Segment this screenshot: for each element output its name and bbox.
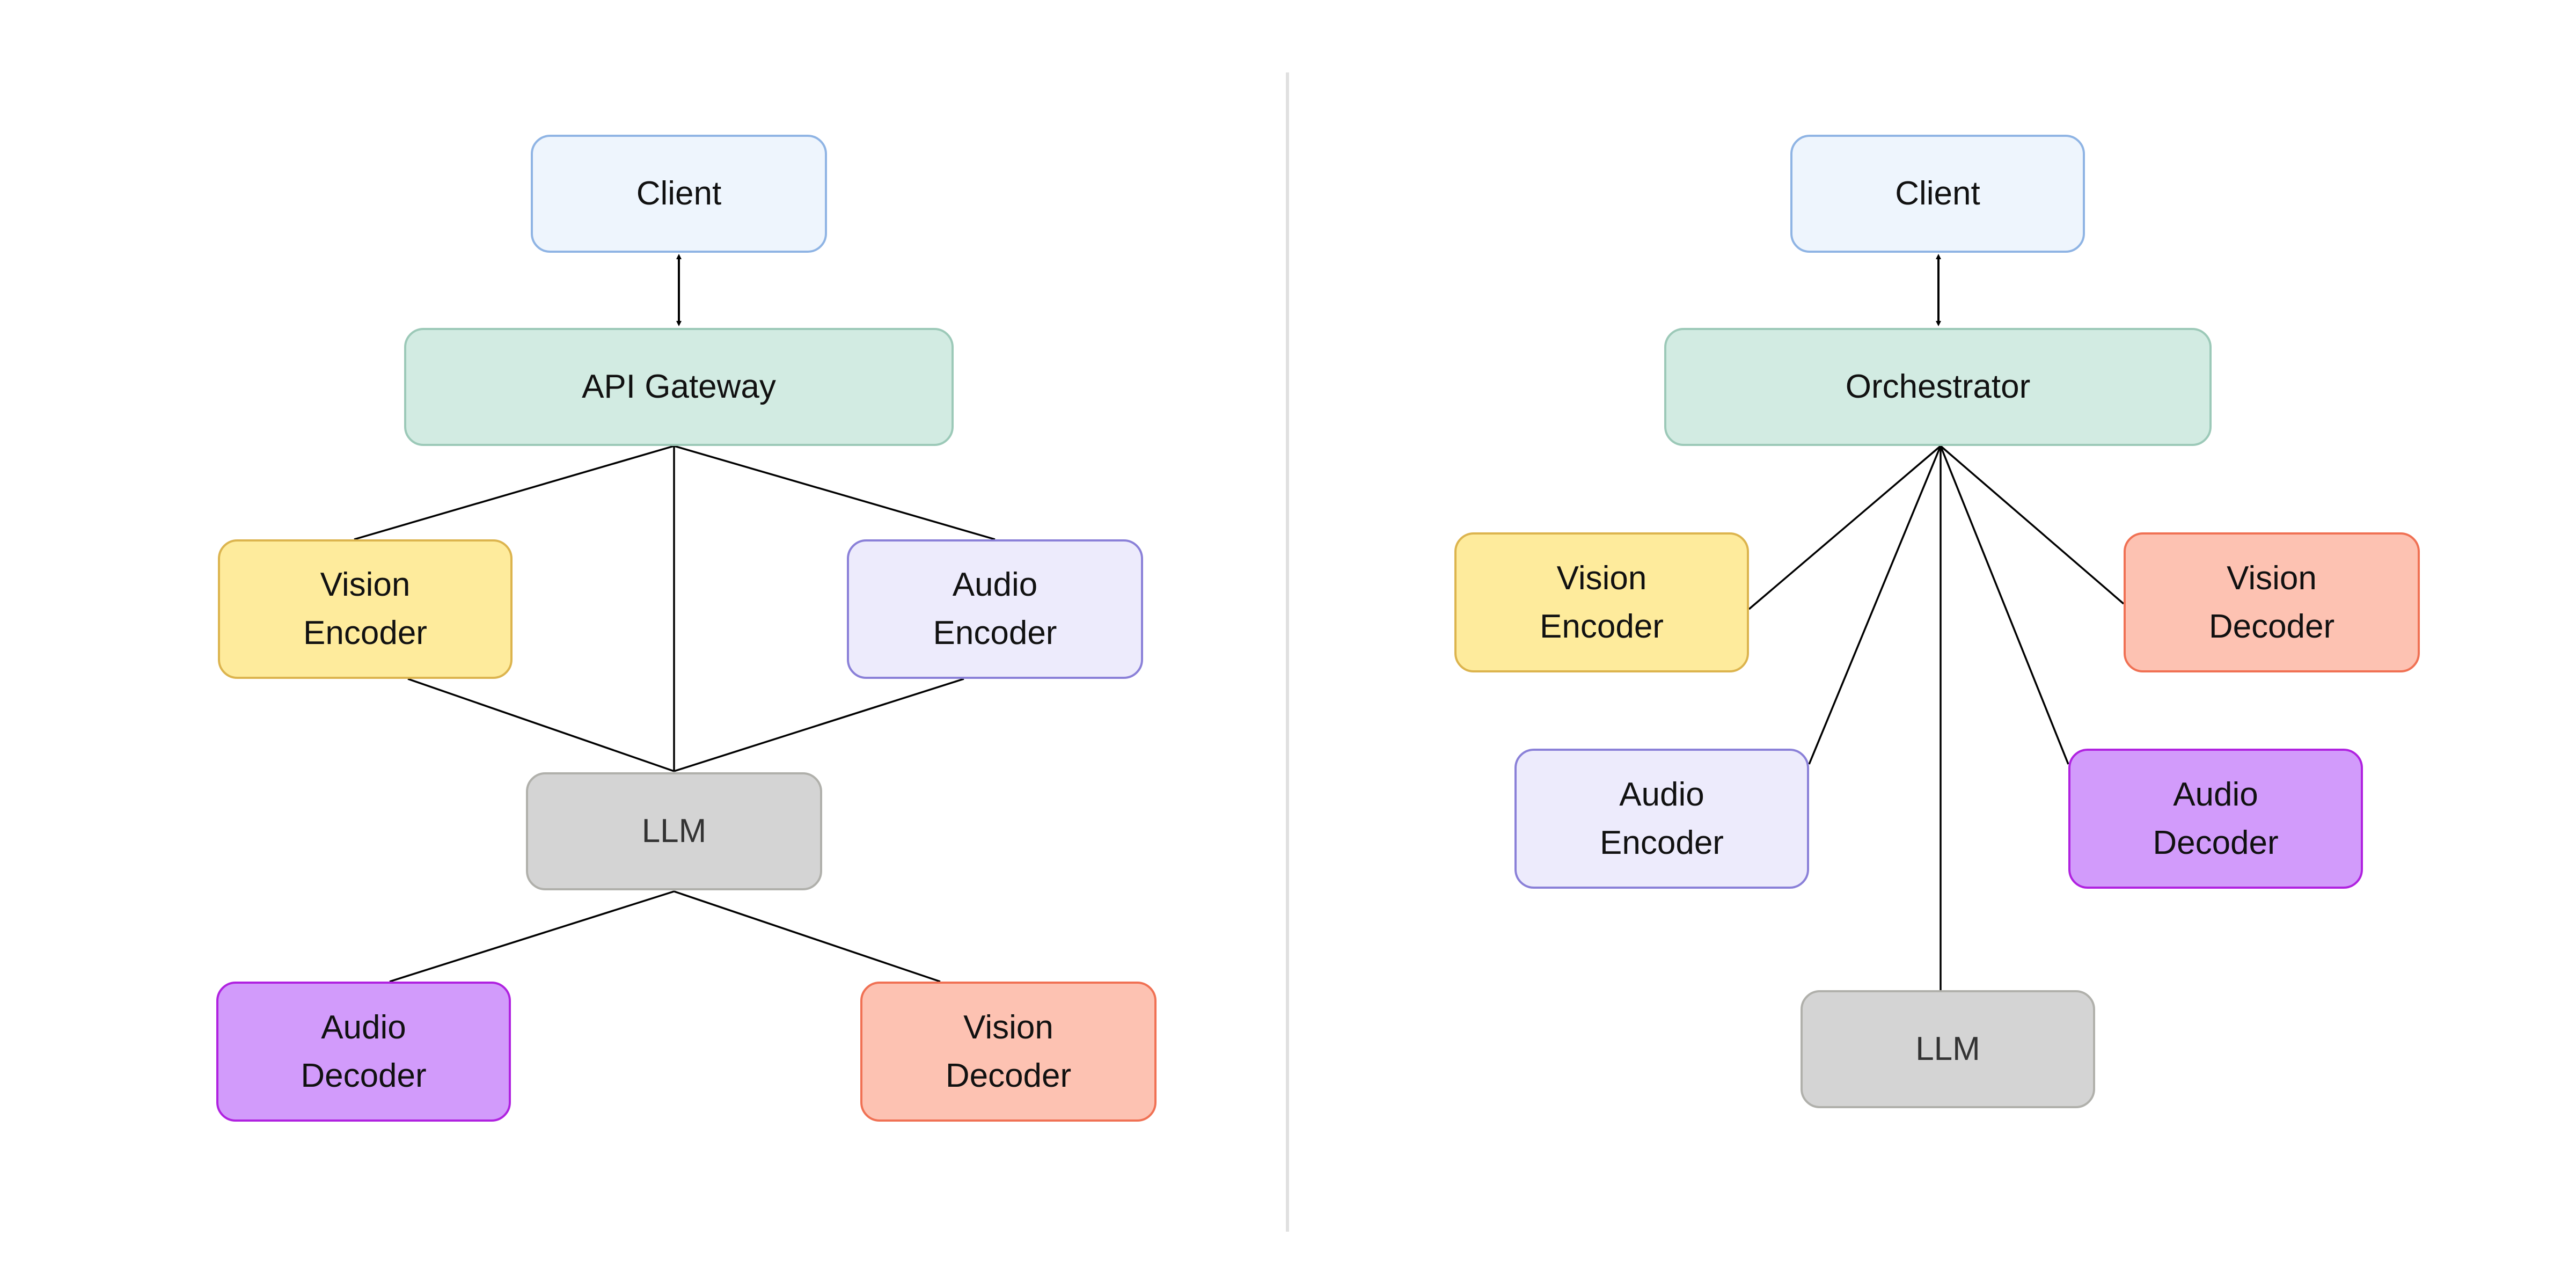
api-gateway-node[interactable]: API Gateway	[404, 328, 954, 446]
node-label: Vision Encoder	[303, 566, 427, 652]
gateway-audio-decoder-node[interactable]: Audio Decoder	[216, 982, 511, 1122]
gateway-llm-node[interactable]: LLM	[526, 772, 822, 890]
orchestrator-audio-decoder-node[interactable]: Audio Decoder	[2068, 749, 2363, 889]
gateway-edge-vision-encoder-to-llm	[407, 678, 675, 772]
gateway-vision-decoder-node[interactable]: Vision Decoder	[860, 982, 1157, 1122]
gateway-edge-hub-to-vision-encoder	[354, 445, 675, 540]
node-label: Vision Decoder	[945, 1008, 1072, 1094]
orchestrator-edge-hub-to-audio-decoder	[1940, 445, 2069, 765]
orchestrator-vision-decoder-node[interactable]: Vision Decoder	[2124, 532, 2420, 672]
node-label: Vision Encoder	[1540, 559, 1664, 645]
node-label: Client	[1895, 175, 1980, 212]
node-label: Vision Decoder	[2208, 559, 2335, 645]
orchestrator-edge-hub-to-vision-decoder	[1940, 445, 2125, 605]
orchestrator-llm-node[interactable]: LLM	[1801, 990, 2095, 1108]
orchestrator-edge-hub-to-audio-encoder	[1808, 445, 1942, 765]
node-label: API Gateway	[582, 368, 776, 405]
orchestrator-vision-encoder-node[interactable]: Vision Encoder	[1454, 532, 1749, 672]
gateway-client-node[interactable]: Client	[531, 135, 827, 253]
node-label: Audio Encoder	[933, 566, 1057, 652]
node-label: Client	[636, 175, 722, 212]
gateway-vision-encoder-node[interactable]: Vision Encoder	[218, 539, 513, 679]
node-label: Orchestrator	[1845, 368, 2031, 405]
node-label: Audio Decoder	[2153, 775, 2279, 861]
gateway-audio-encoder-node[interactable]: Audio Encoder	[847, 539, 1143, 679]
gateway-edge-llm-to-audio-decoder	[389, 890, 675, 983]
node-label: Audio Decoder	[301, 1008, 427, 1094]
node-label: Audio Encoder	[1600, 775, 1724, 861]
edges-layer	[354, 254, 2125, 990]
orchestrator-node[interactable]: Orchestrator	[1664, 328, 2212, 446]
orchestrator-client-node[interactable]: Client	[1790, 135, 2085, 253]
orchestrator-audio-encoder-node[interactable]: Audio Encoder	[1514, 749, 1809, 889]
orchestrator-edge-hub-to-vision-encoder	[1748, 445, 1942, 610]
node-label: LLM	[641, 813, 707, 850]
node-label: LLM	[1915, 1030, 1980, 1067]
gateway-edge-llm-to-vision-decoder	[674, 890, 941, 983]
gateway-edge-audio-encoder-to-llm	[674, 678, 964, 772]
panel-divider	[1286, 72, 1289, 1232]
gateway-edge-hub-to-audio-encoder	[674, 445, 996, 540]
